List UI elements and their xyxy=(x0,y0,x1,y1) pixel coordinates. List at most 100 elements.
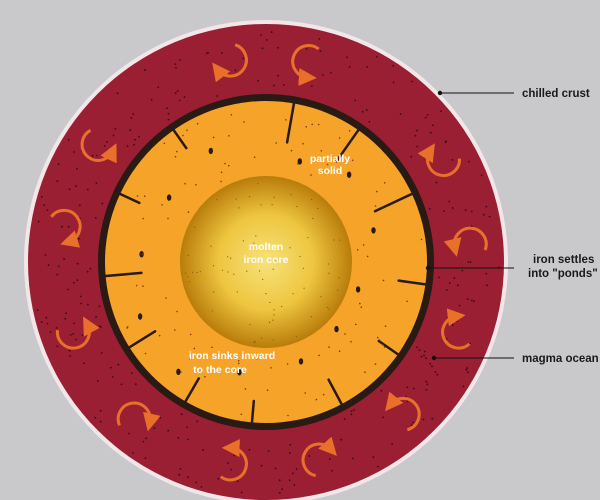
mantle-speckle xyxy=(141,253,144,256)
mantle-speckle xyxy=(348,130,351,132)
magma-speckle xyxy=(174,63,177,65)
iron-droplet xyxy=(137,313,143,320)
magma-speckle xyxy=(187,438,190,441)
core-speckle xyxy=(312,217,314,220)
magma-speckle xyxy=(289,443,292,446)
magma-speckle xyxy=(465,368,468,371)
mantle-speckle xyxy=(355,323,357,326)
leader-dot-iron-ponds xyxy=(425,265,431,271)
convection-arrows xyxy=(50,43,488,482)
mantle-speckle xyxy=(142,285,144,287)
label-iron-core: iron core xyxy=(244,254,289,266)
mantle-speckle xyxy=(356,249,359,251)
core-speckle xyxy=(253,242,255,244)
mantle-speckle xyxy=(326,163,329,166)
magma-speckle xyxy=(464,209,467,212)
mantle-speckle xyxy=(187,211,190,213)
mantle-speckle xyxy=(364,371,366,374)
label-iron-sinks: iron sinks inward xyxy=(189,350,275,362)
magma-speckle xyxy=(94,416,97,419)
magma-speckle xyxy=(80,302,82,305)
magma-speckle xyxy=(260,34,262,37)
magma-speckle xyxy=(398,402,400,405)
mantle-speckle xyxy=(220,171,223,174)
iron-droplet xyxy=(166,194,172,201)
magma-speckle xyxy=(46,209,49,212)
magma-speckle xyxy=(175,66,177,69)
core-speckle xyxy=(303,287,305,289)
magma-speckle xyxy=(43,204,46,207)
core-speckle xyxy=(210,245,212,247)
magma-speckle xyxy=(448,282,451,284)
mantle-speckle xyxy=(383,182,386,184)
magma-speckle xyxy=(468,160,470,163)
magma-speckle xyxy=(361,110,364,113)
magma-speckle xyxy=(76,279,79,281)
magma-speckle xyxy=(56,273,59,276)
magma-speckle xyxy=(177,436,180,439)
magma-speckle xyxy=(431,417,434,420)
magma-speckle xyxy=(445,289,448,291)
magma-speckle xyxy=(412,387,415,390)
mantle-speckle xyxy=(345,159,348,162)
magma-speckle xyxy=(174,92,177,95)
mantle-speckle xyxy=(256,357,258,360)
magma-speckle xyxy=(46,322,49,325)
magma-speckle xyxy=(416,129,418,132)
convection-arrow-icon xyxy=(441,308,471,350)
core-speckle xyxy=(290,194,292,196)
mantle-speckle xyxy=(297,162,299,165)
magma-speckle xyxy=(130,116,133,119)
mantle-cracks xyxy=(103,101,428,425)
magma-speckle xyxy=(100,352,103,354)
iron-drip xyxy=(171,128,188,150)
magma-speckle xyxy=(293,484,296,486)
mantle-speckle xyxy=(237,362,240,365)
mantle-speckle xyxy=(174,155,177,158)
core-speckle xyxy=(196,272,198,274)
iron-drip xyxy=(117,192,141,205)
magma-speckle xyxy=(57,163,60,166)
magma-speckle xyxy=(116,92,119,95)
leader-dot-chilled-crust xyxy=(437,90,443,96)
mantle-speckle xyxy=(174,329,176,331)
iron-droplet xyxy=(297,158,302,165)
magma-speckle xyxy=(458,304,461,307)
iron-drip xyxy=(285,101,296,144)
magma-speckle xyxy=(56,345,59,348)
magma-speckle xyxy=(81,334,84,337)
magma-speckle xyxy=(145,437,148,440)
mantle-speckle xyxy=(376,190,378,193)
magma-speckle xyxy=(330,72,332,74)
core-speckle xyxy=(307,237,309,239)
magma-speckle xyxy=(291,472,294,475)
core-speckle xyxy=(310,316,312,318)
core-speckle xyxy=(292,293,294,295)
magma-speckle xyxy=(95,315,97,318)
magma-speckle xyxy=(472,300,475,302)
core-speckle xyxy=(248,196,251,198)
iron-droplet xyxy=(334,325,339,333)
magma-speckle xyxy=(130,372,133,374)
mantle-speckle xyxy=(189,333,192,336)
mantle-speckle xyxy=(362,244,365,246)
label-solid: solid xyxy=(318,165,343,177)
core-speckle xyxy=(249,323,251,326)
magma-speckle xyxy=(157,86,160,89)
mantle-speckle xyxy=(228,135,230,137)
mantle-speckle xyxy=(320,150,323,152)
mantle-speckle xyxy=(406,300,408,303)
magma-speckle xyxy=(399,113,402,115)
label-into-ponds: into "ponds" xyxy=(528,268,598,280)
mantle-speckle xyxy=(310,174,312,176)
magma-speckle xyxy=(424,116,427,119)
magma-speckle xyxy=(453,277,456,279)
magma-speckle xyxy=(443,210,446,213)
iron-drip xyxy=(250,399,256,425)
mantle-speckle xyxy=(322,393,325,396)
magma-speckle xyxy=(96,380,99,382)
core-speckle xyxy=(235,198,237,200)
magma-speckle xyxy=(366,66,368,68)
magma-speckle xyxy=(257,79,259,82)
